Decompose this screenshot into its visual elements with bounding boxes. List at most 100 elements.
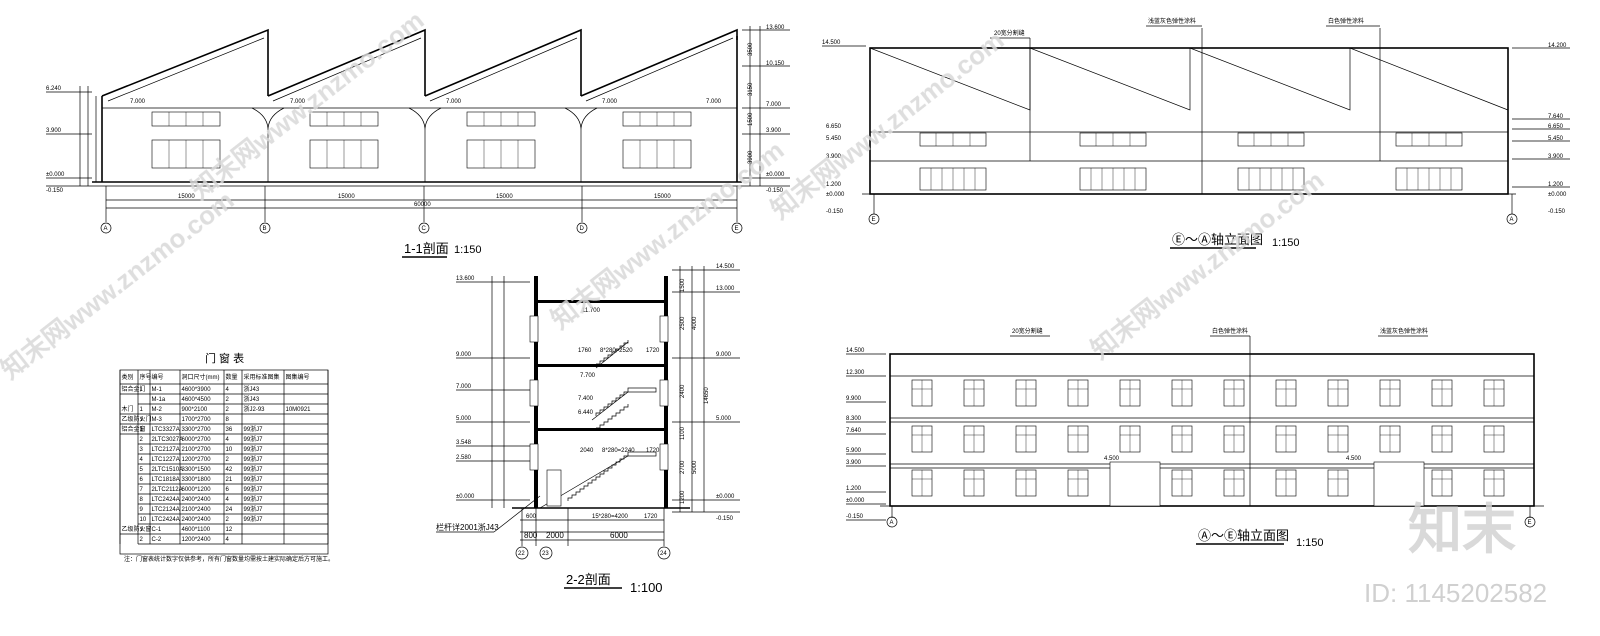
table-cell: 1 xyxy=(140,407,144,413)
table-cell: 99浙J7 xyxy=(244,425,264,433)
table-cell: 铝合金窗 xyxy=(122,425,146,433)
table-cell: 1200*2700 xyxy=(182,457,212,463)
bay-dim-4: 15000 xyxy=(654,194,671,200)
stair-flights xyxy=(539,340,657,509)
ea-level-left-3: 5.450 xyxy=(826,136,842,142)
table-cell: 2 xyxy=(226,457,230,463)
table-cell: 99浙J7 xyxy=(244,495,264,503)
level-right-3: 7.000 xyxy=(766,102,782,108)
rdim-1: 1500 xyxy=(680,278,686,292)
rdim-4: 2400 xyxy=(680,384,686,398)
bdim-b: 15*280=4200 xyxy=(592,514,629,520)
ea-level-right-3: 6.650 xyxy=(1548,124,1564,130)
ea-level-left-6: ±0.000 xyxy=(826,192,845,198)
elevation-a-e-windows xyxy=(911,379,1505,497)
ae-level-left: 5.900 xyxy=(846,448,862,454)
table-cell: 2100*2700 xyxy=(182,447,212,453)
table-cell: 10 xyxy=(140,517,147,523)
table-cell: 99浙J7 xyxy=(244,475,264,483)
level-right-6: -0.150 xyxy=(766,188,784,194)
section-2-2-scale: 1:100 xyxy=(630,580,663,595)
table-cell: LTC2127A xyxy=(152,447,180,453)
canopy-level-2: 4.500 xyxy=(1346,456,1362,462)
table-cell: 4600*4500 xyxy=(182,397,212,403)
rdim-9: 14650 xyxy=(704,387,710,404)
level-left-2: 3.900 xyxy=(46,128,62,134)
table-header: 图集编号 xyxy=(286,373,310,381)
axis-d: D xyxy=(580,226,585,232)
handrail-note: 栏杆详2001浙J43 xyxy=(436,522,499,532)
table-cell: 乙级防火门 xyxy=(122,415,152,423)
table-cell: 4600*3900 xyxy=(182,387,212,393)
axis-bubbles-1-1 xyxy=(100,222,743,234)
sawtooth-roof xyxy=(101,28,738,102)
bdim-a: 600 xyxy=(526,514,537,520)
inner-level-2: 7.000 xyxy=(290,99,306,105)
table-cell: 浙J43 xyxy=(244,385,260,393)
lv22-left-5: 3.548 xyxy=(456,440,472,446)
table-title: 门 窗 表 xyxy=(205,351,244,365)
elevation-e-a-scale: 1:150 xyxy=(1272,237,1300,249)
lv22-right-6: -0.150 xyxy=(716,516,734,522)
ea-level-right-5: 3.900 xyxy=(1548,154,1564,160)
table-cell: 4 xyxy=(226,537,230,543)
inner-2-2-1: 11.700 xyxy=(582,308,601,314)
bay-dim-3: 15000 xyxy=(496,194,513,200)
ea-level-right-6: 1.200 xyxy=(1548,182,1564,188)
table-cell: C-2 xyxy=(152,537,162,543)
table-cell: 3 xyxy=(140,447,144,453)
ea-level-right-8: -0.150 xyxy=(1548,209,1566,215)
section-2-2-title: 2-2剖面 xyxy=(566,572,611,587)
table-cell: 8 xyxy=(226,417,230,423)
table-cell: LTC2424A xyxy=(152,497,180,503)
ae-level-left: 9.900 xyxy=(846,396,862,402)
rdim-3: 4000 xyxy=(692,316,698,330)
table-header: 编号 xyxy=(152,373,164,381)
table-cell: 铝合金门 xyxy=(122,385,146,393)
inner-level-1: 7.000 xyxy=(130,99,146,105)
bdim-c: 1720 xyxy=(644,514,658,520)
table-cell: 2 xyxy=(226,517,230,523)
table-cell: 4 xyxy=(140,457,144,463)
ae-level-left: -0.150 xyxy=(846,514,864,520)
lv22-right-4: 5.000 xyxy=(716,416,732,422)
inner-2-2-3: 7.400 xyxy=(578,396,594,402)
table-cell: M-2 xyxy=(152,407,163,413)
table-cell: 2100*2400 xyxy=(182,507,212,513)
tree-columns xyxy=(251,107,598,182)
axis-a: A xyxy=(104,226,108,232)
note-a-e-2: 白色弹性涂料 xyxy=(1212,327,1248,335)
table-cell: LTC1818A xyxy=(152,477,180,483)
ea-level-right-4: 5.450 xyxy=(1548,136,1564,142)
table-cell: 3300*1800 xyxy=(182,477,212,483)
watermark-layer: 知末网www.znzmo.com 知末网www.znzmo.com 知末网www… xyxy=(0,5,1547,608)
level-right-5: ±0.000 xyxy=(766,172,785,178)
lv22-right-2: 13.000 xyxy=(716,286,735,292)
table-cell: 6 xyxy=(226,487,230,493)
table-cell: 4 xyxy=(226,437,230,443)
inner-level-3: 7.000 xyxy=(446,99,462,105)
table-cell: 2LTC2112A xyxy=(152,487,183,493)
section-1-1-title: 1-1剖面 xyxy=(404,241,449,256)
lv22-left-4: 5.000 xyxy=(456,416,472,422)
stair-dim-3: 1720 xyxy=(646,348,660,354)
table-cell: 99浙J7 xyxy=(244,455,264,463)
ea-axis-e: E xyxy=(872,217,876,223)
bay-dim-1: 15000 xyxy=(178,194,195,200)
ea-level-right-7: ±0.000 xyxy=(1548,192,1567,198)
note-e-a-3: 白色弹性涂料 xyxy=(1328,17,1364,25)
vdim-3: 1500 xyxy=(748,112,754,126)
table-cell: 4600*1100 xyxy=(182,527,211,533)
ae-level-left: 8.300 xyxy=(846,416,862,422)
table-cell: 浙J43 xyxy=(244,395,260,403)
table-header: 序号 xyxy=(140,373,152,381)
ae-level-left: ±0.000 xyxy=(846,498,865,504)
level-right-2: 10.150 xyxy=(766,61,785,67)
table-cell: 2 xyxy=(140,537,144,543)
table-cell: 10 xyxy=(226,447,233,453)
note-e-a-1: 20宽分割缝 xyxy=(994,29,1025,37)
inner-level-4: 7.000 xyxy=(602,99,618,105)
inner-2-2-2: 7.700 xyxy=(580,373,596,379)
level-right-1: 13.600 xyxy=(766,25,785,31)
